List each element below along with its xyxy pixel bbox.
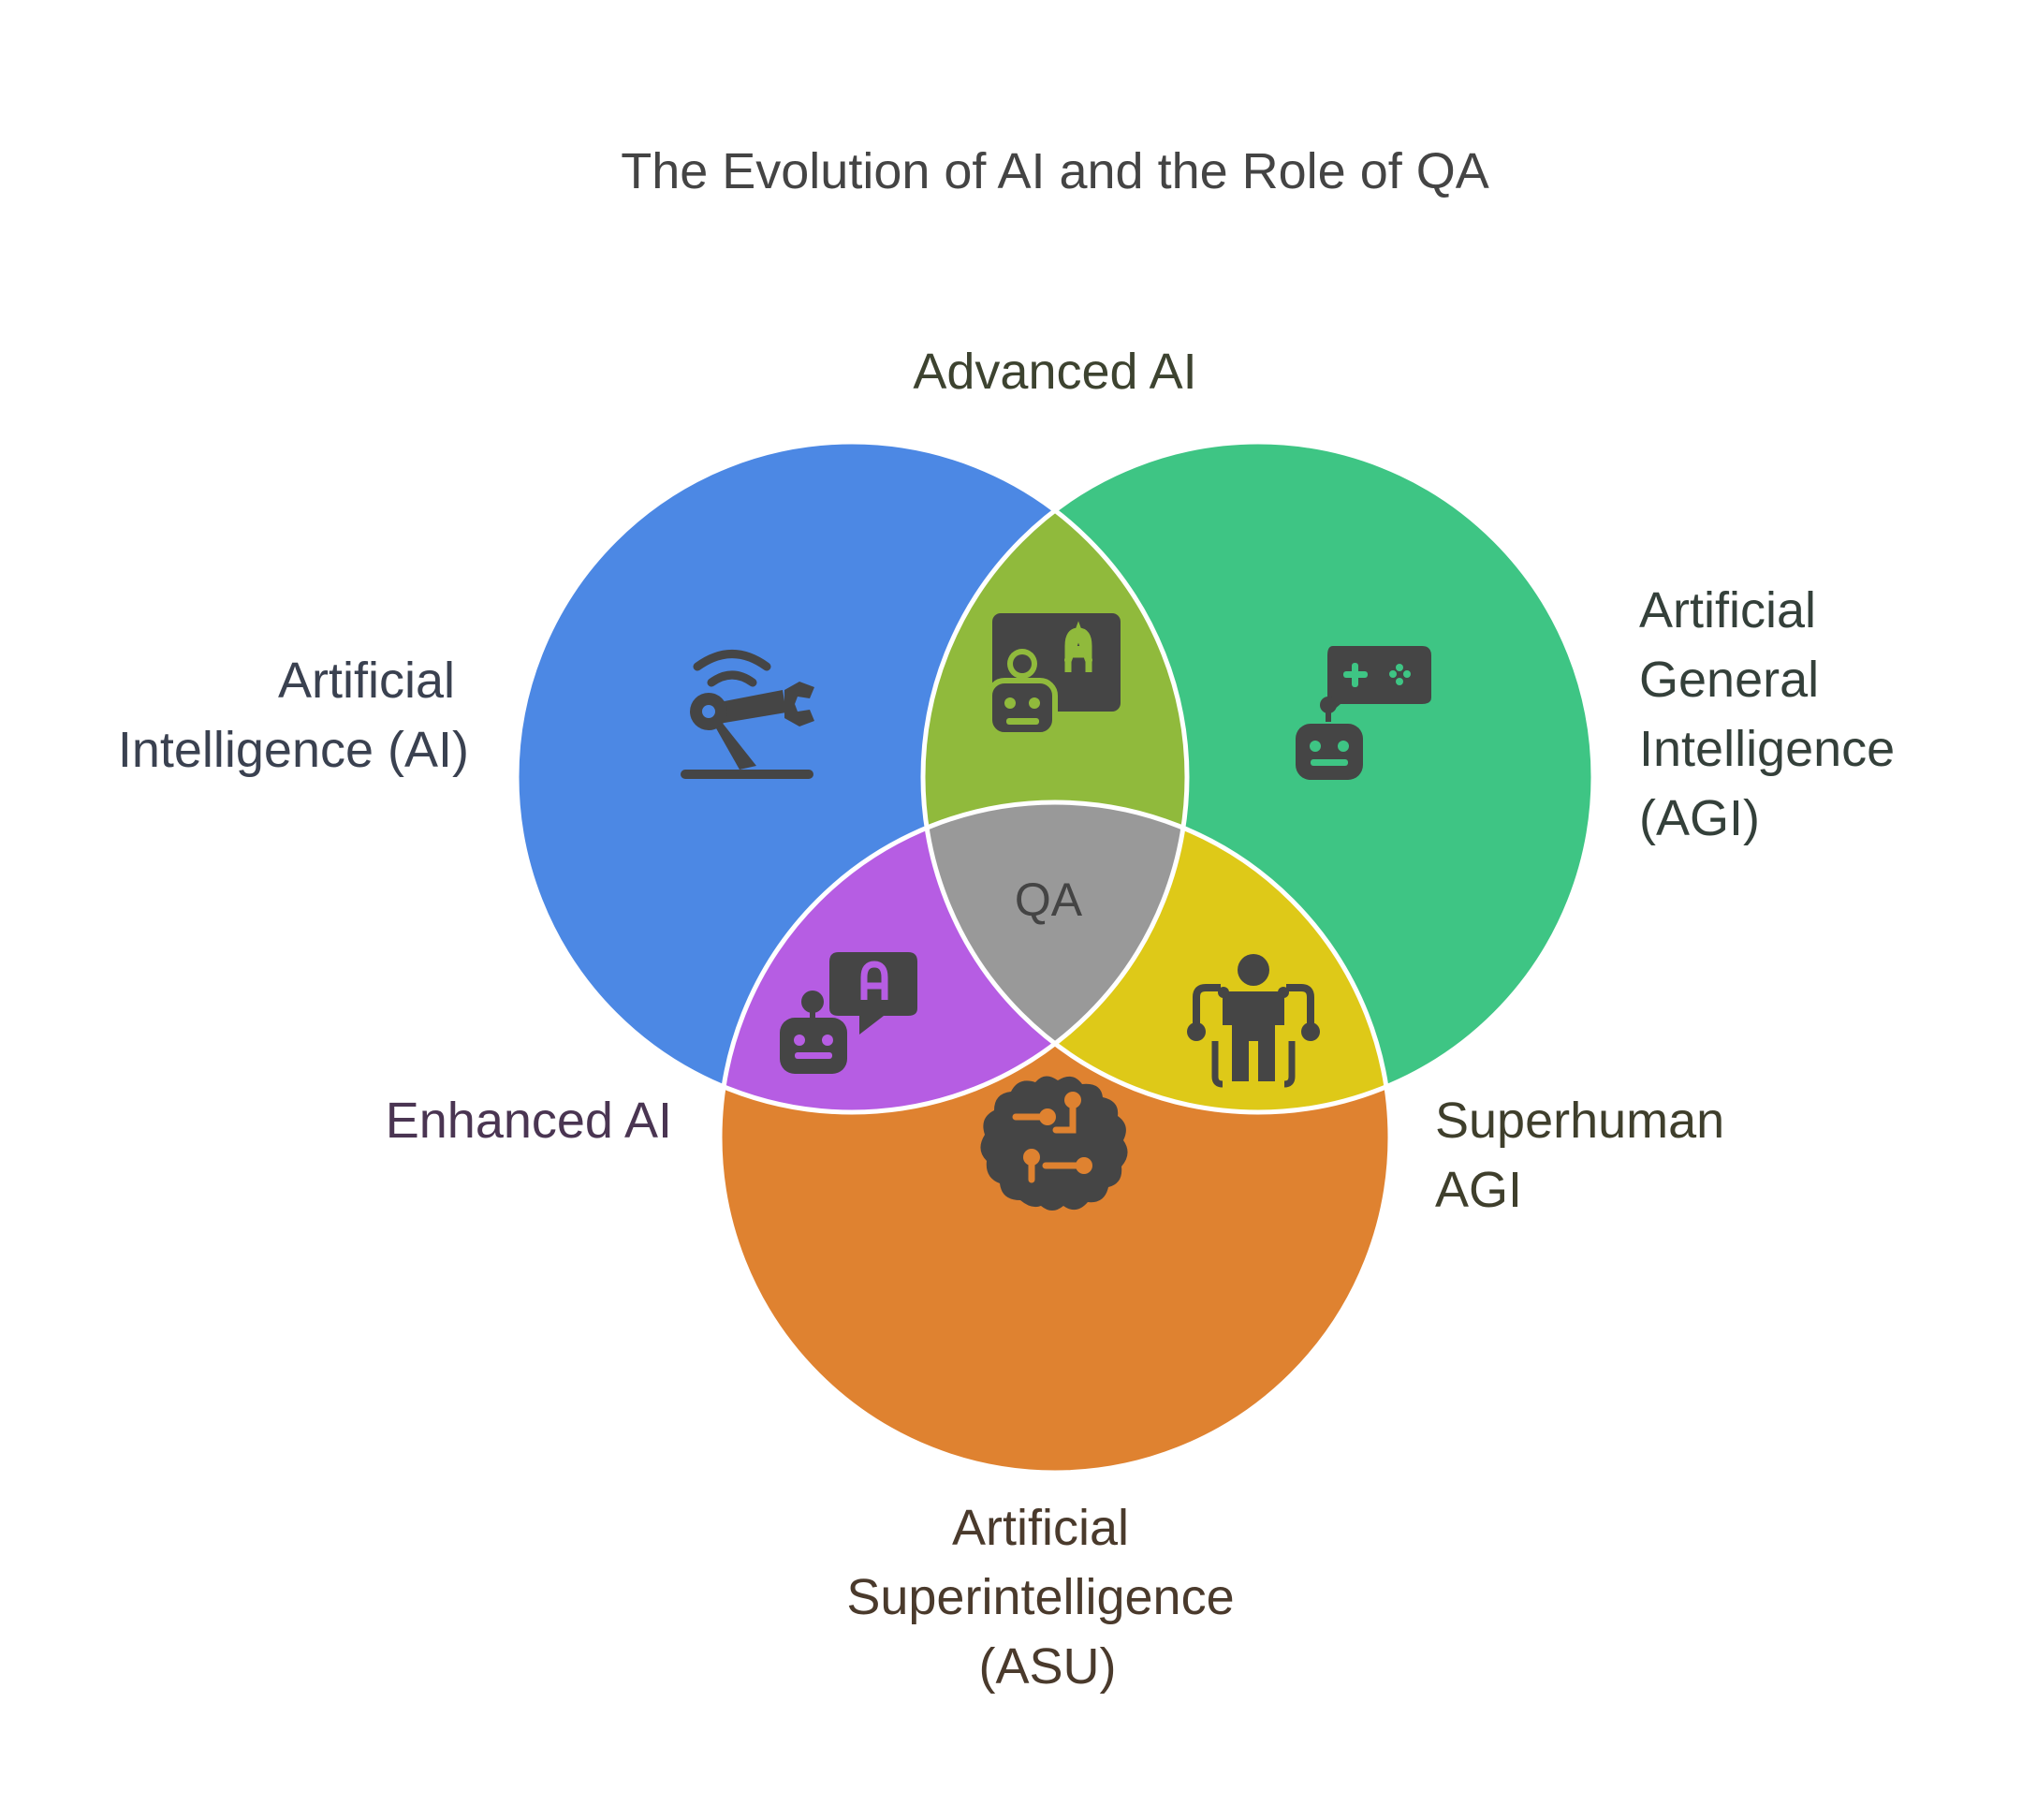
label-asu-line-1: Artificial [952, 1500, 1129, 1556]
center-label: QA [1015, 873, 1083, 926]
label-asu-line-3: (ASU) [979, 1638, 1117, 1695]
label-artificial-superintelligence: Artificial Superintelligence (ASU) [846, 1500, 1248, 1695]
label-artificial-intelligence: Artificial Intelligence (AI) [118, 653, 469, 778]
label-advanced-ai: Advanced AI [913, 344, 1196, 400]
label-superhuman-line-2: AGI [1435, 1162, 1522, 1218]
label-ai-line-1: Artificial [278, 653, 455, 709]
label-superhuman-agi: Superhuman AGI [1435, 1093, 1738, 1218]
label-superhuman-line-1: Superhuman [1435, 1093, 1724, 1149]
brain-circuit-icon [980, 1076, 1128, 1211]
label-agi-line-3: Intelligence [1639, 721, 1895, 777]
overlap-superhuman-agi [923, 802, 1390, 1112]
diagram-title: The Evolution of AI and the Role of QA [621, 143, 1489, 199]
augmented-human-icon [1187, 954, 1320, 1088]
label-agi-line-1: Artificial [1639, 582, 1816, 638]
circle-outlines [514, 439, 1596, 1475]
robot-gamepad-icon [1296, 646, 1431, 780]
label-asu-line-2: Superintelligence [846, 1569, 1234, 1625]
robot-presenter-icon [987, 613, 1121, 738]
label-enhanced-ai: Enhanced AI [386, 1093, 672, 1149]
label-ai-line-2: Intelligence (AI) [118, 722, 469, 778]
robot-chat-icon [780, 952, 917, 1074]
label-artificial-general-intelligence: Artificial General Intelligence (AGI) [1639, 582, 1909, 846]
label-agi-line-4: (AGI) [1639, 790, 1760, 846]
robotic-arm-icon [681, 650, 814, 779]
label-agi-line-2: General [1639, 652, 1819, 708]
